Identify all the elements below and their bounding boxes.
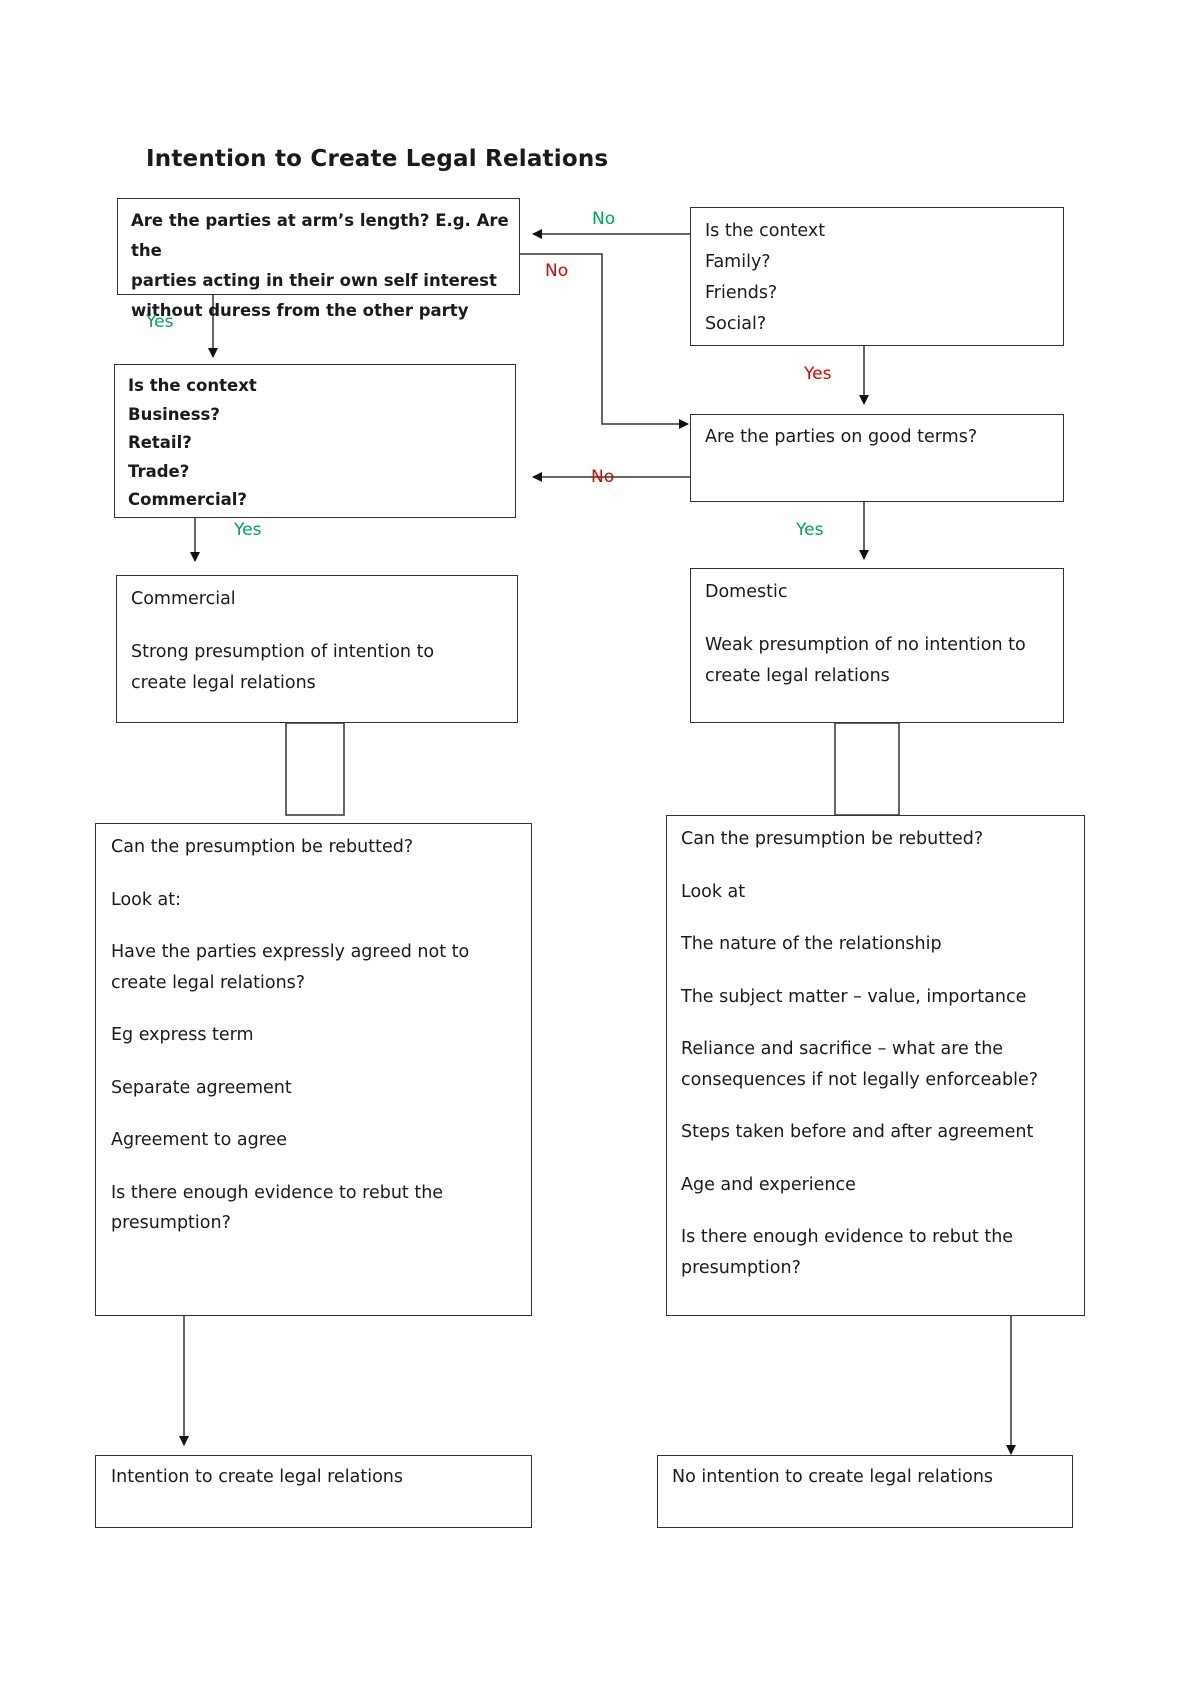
family-line-1: Is the context	[705, 221, 826, 241]
rebut-left-p5: Separate agreement	[111, 1077, 292, 1098]
rebut-left-p3a: Have the parties expressly agreed not to	[111, 942, 470, 962]
business-line-4: Trade?	[128, 461, 190, 481]
box-context-business: Is the context Business? Retail? Trade? …	[114, 364, 516, 518]
rebut-left-p6: Agreement to agree	[111, 1130, 288, 1150]
good-terms-line-1: Are the parties on good terms?	[705, 427, 978, 447]
box-outcome-intention: Intention to create legal relations	[95, 1455, 532, 1528]
domestic-line-2: create legal relations	[705, 666, 890, 686]
arms-length-line-3: without duress from the other party	[131, 301, 469, 320]
rebut-right-p5b: consequences if not legally enforceable?	[681, 1069, 1039, 1090]
outcome-left-text: Intention to create legal relations	[111, 1467, 403, 1487]
rebut-left-p3b: create legal relations?	[111, 972, 306, 993]
family-line-3: Friends?	[705, 283, 778, 303]
commercial-line-2: create legal relations	[131, 673, 316, 693]
box-rebut-right: Can the presumption be rebutted? Look at…	[666, 815, 1085, 1316]
family-line-4: Social?	[705, 314, 767, 334]
box-commercial: Commercial Strong presumption of intenti…	[116, 575, 518, 723]
rebut-right-p5a: Reliance and sacrifice – what are the	[681, 1039, 1004, 1059]
family-line-2: Family?	[705, 252, 771, 272]
rebut-right-p7: Age and experience	[681, 1174, 856, 1195]
label-no-cross: No	[545, 261, 569, 281]
arrow-armslength-to-goodterms	[520, 253, 689, 429]
label-yes-left-mid: Yes	[234, 520, 262, 540]
connector-right	[834, 722, 900, 816]
domestic-line-1: Weak presumption of no intention to	[705, 635, 1026, 655]
arms-length-line-2: parties acting in their own self interes…	[131, 271, 497, 290]
outcome-right-text: No intention to create legal relations	[672, 1467, 994, 1487]
business-line-2: Business?	[128, 404, 220, 424]
rebut-left-p7a: Is there enough evidence to rebut the	[111, 1182, 444, 1203]
box-context-family: Is the context Family? Friends? Social?	[690, 207, 1064, 346]
label-yes-right-top: Yes	[804, 364, 832, 384]
rebut-right-p2: Look at	[681, 881, 746, 902]
business-line-3: Retail?	[128, 433, 192, 452]
commercial-heading: Commercial	[131, 589, 236, 609]
box-good-terms: Are the parties on good terms?	[690, 414, 1064, 502]
rebut-right-p3: The nature of the relationship	[681, 934, 942, 954]
arms-length-line-1: Are the parties at arm’s length? E.g. Ar…	[131, 211, 509, 260]
rebut-right-p4: The subject matter – value, importance	[681, 986, 1027, 1007]
commercial-line-1: Strong presumption of intention to	[131, 642, 435, 662]
domestic-heading: Domestic	[705, 582, 788, 602]
business-line-1: Is the context	[128, 376, 257, 395]
rebut-left-p1: Can the presumption be rebutted?	[111, 837, 414, 857]
rebut-right-p1: Can the presumption be rebutted?	[681, 829, 984, 849]
box-arms-length: Are the parties at arm’s length? E.g. Ar…	[117, 198, 520, 320]
business-line-5: Commercial?	[128, 490, 247, 509]
rebut-left-p2: Look at:	[111, 889, 182, 910]
label-yes-right-mid: Yes	[796, 520, 824, 540]
box-rebut-left: Can the presumption be rebutted? Look at…	[95, 823, 532, 1316]
connector-left	[285, 722, 345, 816]
rebut-right-p6: Steps taken before and after agreement	[681, 1122, 1034, 1142]
label-yes-left-top: Yes	[146, 312, 174, 332]
rebut-left-p7b: presumption?	[111, 1213, 231, 1233]
label-no-mid: No	[591, 467, 615, 487]
page-title: Intention to Create Legal Relations	[146, 146, 609, 172]
label-no-top: No	[592, 209, 616, 229]
rebut-right-p8a: Is there enough evidence to rebut the	[681, 1227, 1014, 1247]
rebut-right-p8b: presumption?	[681, 1257, 801, 1278]
box-domestic: Domestic Weak presumption of no intentio…	[690, 568, 1064, 723]
rebut-left-p4: Eg express term	[111, 1025, 254, 1045]
box-outcome-no-intention: No intention to create legal relations	[657, 1455, 1073, 1528]
